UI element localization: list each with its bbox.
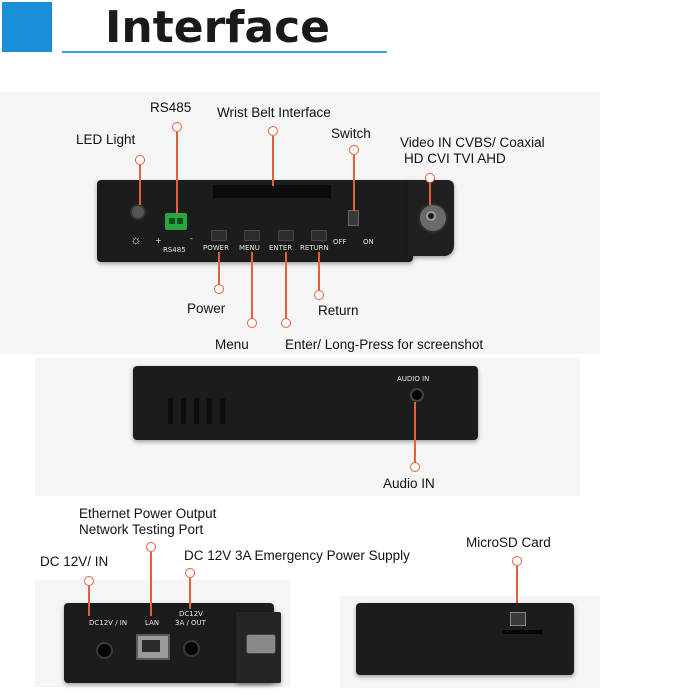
led-leader-line [139,165,141,205]
microsd-slot [510,612,526,626]
rs485-terminal-hole [169,218,175,224]
switch-leader-line [353,155,355,211]
dc-in-port-label: DC12V / IN [89,619,128,627]
switch-callout-label: Switch [331,126,371,141]
rs485-port-label: RS485 [163,246,186,254]
enter-callout-label: Enter/ Long-Press for screenshot [285,337,484,352]
return-button-label: RETURN [300,244,329,252]
dc-out-port-label-2: 3A / OUT [175,619,206,627]
vent-slot [207,398,212,424]
video-in-leader-line [429,183,431,205]
dc-out-jack [183,640,200,657]
rs485-callout-marker [172,122,182,132]
menu-leader-line [251,252,253,320]
vent-slot [194,398,199,424]
lan-port-label: LAN [145,619,160,627]
power-callout-label: Power [187,301,226,316]
vent-slot [220,398,225,424]
power-callout-marker [214,284,224,294]
menu-callout-marker [247,318,257,328]
return-callout-marker [314,290,324,300]
return-button[interactable] [311,230,327,241]
return-callout-label: Return [318,303,359,318]
audio-in-jack [410,388,424,402]
power-leader-line [218,252,220,286]
video-in-callout-line1: Video IN CVBS/ Coaxial [400,135,545,150]
power-button[interactable] [211,230,227,241]
title-underline [62,51,387,53]
microsd-leader-line [516,566,518,612]
dc-in-callout-marker [84,576,94,586]
bnc-connector-core [426,211,436,221]
vent-slot [181,398,186,424]
microsd-slot-opening [502,630,542,634]
rs485-plus: + [155,236,162,245]
enter-button[interactable] [278,230,294,241]
microsd-callout-marker [512,556,522,566]
rs485-minus: - [190,234,193,243]
dc-out-leader-line [189,578,191,609]
menu-button-label: MENU [239,244,260,252]
dc-in-callout-label: DC 12V/ IN [40,554,109,569]
wrist-belt-callout-marker [268,126,278,136]
audio-in-callout-marker [410,462,420,472]
menu-callout-label: Menu [215,337,249,352]
audio-in-callout-label: Audio IN [383,476,435,491]
dc-in-jack [96,642,113,659]
switch-callout-marker [349,145,359,155]
ethernet-leader-line [150,552,152,616]
lan-port [136,634,170,660]
wrist-belt-leader-line [272,136,274,186]
dc-out-port-label-1: DC12V [179,610,203,618]
wrist-belt-callout-label: Wrist Belt Interface [217,105,331,120]
dc-in-leader-line [88,586,90,616]
video-in-callout-line2: HD CVI TVI AHD [404,151,506,166]
dc-out-callout-label: DC 12V 3A Emergency Power Supply [184,548,410,563]
rs485-terminal-hole [177,218,183,224]
lan-port-socket [142,640,160,652]
audio-in-port-label: AUDIO IN [397,375,430,383]
wrist-belt-slot [213,185,331,198]
video-in-callout-marker [425,173,435,183]
enter-leader-line [285,252,287,320]
ethernet-callout-marker [146,542,156,552]
rs485-leader-line [176,132,178,214]
power-button-label: POWER [203,244,229,252]
enter-callout-marker [281,318,291,328]
rs485-terminal [165,213,187,230]
bulb-icon: ☼ [130,232,142,247]
bnc-connector-side [246,634,276,654]
ethernet-callout-line2: Network Testing Port [79,522,204,537]
ethernet-callout-line1: Ethernet Power Output [79,506,217,521]
switch-off-label: OFF [333,238,347,246]
vent-slot [168,398,173,424]
switch-on-label: ON [363,238,374,246]
dc-out-callout-marker [185,568,195,578]
power-switch[interactable] [348,210,359,226]
led-callout-label: LED Light [76,132,136,147]
bottom-right-device [356,603,574,675]
rs485-callout-label: RS485 [150,100,192,115]
return-leader-line [318,252,320,292]
menu-button[interactable] [244,230,260,241]
led-light [130,204,146,220]
led-callout-marker [135,155,145,165]
microsd-callout-label: MicroSD Card [466,535,551,550]
audio-in-leader-line [414,402,416,464]
enter-button-label: ENTER [269,244,293,252]
side-view-device [133,366,478,440]
page-title: Interface [105,2,331,53]
title-accent-block [2,2,52,52]
